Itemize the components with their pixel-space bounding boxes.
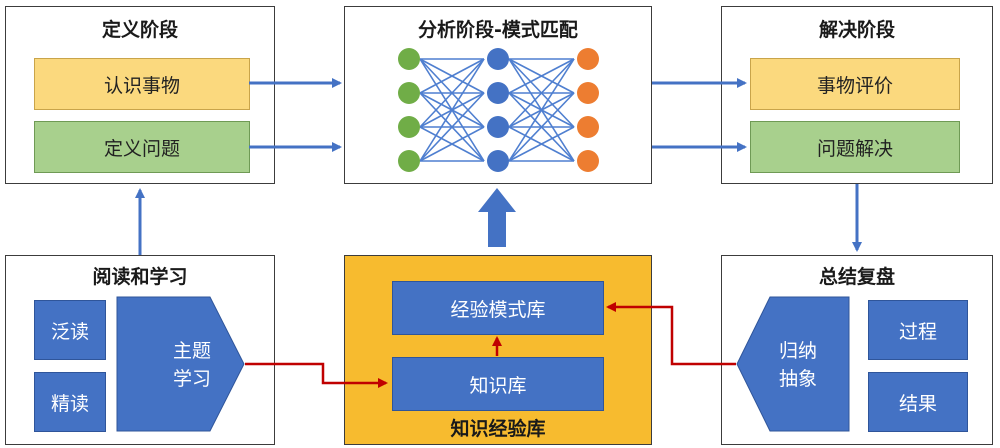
network-node [398,150,420,172]
network-node [398,116,420,138]
reading-stage-panel: 阅读和学习 泛读 精读 主题学习 [5,255,275,445]
analysis-stage-title: 分析阶段-模式匹配 [418,19,578,41]
knowledge-base-title: 知识经验库 [450,418,546,440]
network-node [487,48,509,70]
network-node [577,150,599,172]
skim-box: 泛读 [34,300,106,360]
pattern-library-box: 经验模式库 [392,281,604,335]
network-node [577,82,599,104]
arrow-knowledge-to-analysis [478,188,516,247]
network-edge [419,58,485,162]
network-node [487,150,509,172]
solve-stage-title: 解决阶段 [818,19,895,41]
reading-stage-title: 阅读和学习 [92,266,188,288]
network-edge [508,126,575,162]
network-node [577,48,599,70]
topic-learning-label: 主题学习 [172,340,211,390]
network-edge [508,92,575,162]
process-box: 过程 [868,300,968,360]
review-stage-panel: 总结复盘 归纳抽象 过程 结果 [721,255,993,445]
network-node [398,48,420,70]
arrow-topic-to-knowledge [245,362,388,388]
network-node [487,116,509,138]
knowledge-library-box: 知识库 [392,357,604,411]
network-edge [419,58,485,128]
result-box: 结果 [868,372,968,432]
network-edge [508,58,575,94]
recognize-box: 认识事物 [34,58,250,110]
neural-network-diagram [398,48,599,172]
induction-label: 归纳抽象 [778,340,817,390]
define-stage-panel: 定义阶段 认识事物 定义问题 [5,6,275,184]
analysis-stage-panel: 分析阶段-模式匹配 [344,6,652,184]
network-edge [419,126,485,162]
topic-learning-shape [116,296,245,432]
network-node [577,116,599,138]
network-edge [508,58,575,162]
network-node [398,82,420,104]
network-edge [419,92,485,162]
review-stage-title: 总结复盘 [818,266,895,288]
intensive-box: 精读 [34,372,106,432]
solve-box: 问题解决 [750,121,960,173]
network-edge [419,58,485,94]
network-edge [508,58,575,128]
evaluate-box: 事物评价 [750,58,960,110]
arrow-induction-to-pattern [606,302,736,366]
define-stage-title: 定义阶段 [101,19,178,41]
solve-stage-panel: 解决阶段 事物评价 问题解决 [721,6,993,184]
induction-shape [736,296,850,432]
define-problem-box: 定义问题 [34,121,250,173]
network-node [487,82,509,104]
